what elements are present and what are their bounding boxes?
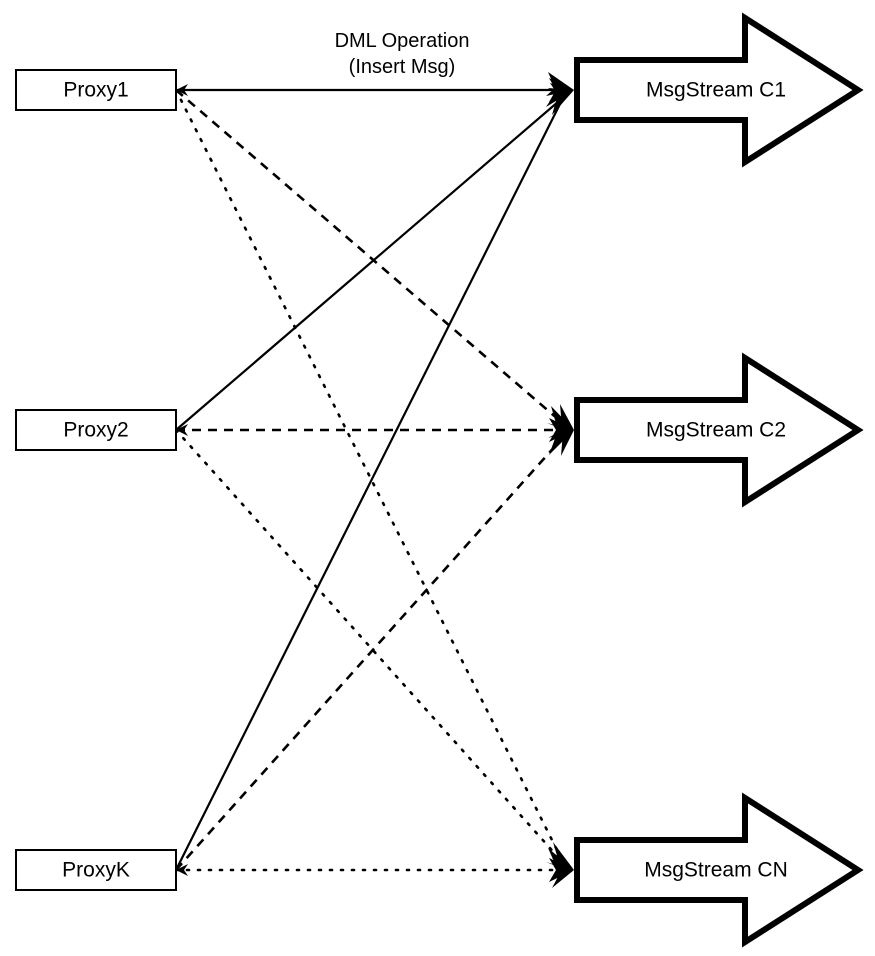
edge-label-line1: DML Operation [335, 30, 470, 52]
arrowhead-stream-c2 [547, 404, 574, 456]
links-from-proxy2 [174, 94, 568, 868]
proxy2-box[interactable] [15, 409, 177, 451]
stream-node-c2[interactable]: MsgStream C2 [574, 352, 864, 508]
edge-label-dml-operation: DML Operation (Insert Msg) [335, 30, 470, 78]
arrowhead-stream-c1 [546, 72, 574, 115]
proxy2-edge-tick [176, 424, 188, 436]
proxy-node-proxy2[interactable]: Proxy2 [15, 409, 177, 451]
link-proxyk-to-stream-c2 [175, 433, 567, 871]
links-from-proxyk [174, 95, 570, 872]
stream-c1-label: MsgStream C1 [646, 79, 786, 102]
proxyk-edge-tick [176, 864, 188, 876]
proxy1-edge-tick [176, 84, 188, 96]
links-from-proxy1 [174, 88, 568, 866]
edge-label-line2: (Insert Msg) [349, 56, 456, 78]
stream-node-cn[interactable]: MsgStream CN [574, 792, 864, 948]
proxy-node-proxy1[interactable]: Proxy1 [15, 69, 177, 111]
stream-cn-arrow-shape[interactable] [574, 792, 864, 948]
link-proxy2-to-stream-c1 [175, 94, 567, 431]
stream-c1-arrow-shape[interactable] [574, 12, 864, 168]
proxyk-label: ProxyK [62, 859, 130, 882]
stream-cn-label: MsgStream CN [644, 859, 788, 882]
arrowhead-stream-cn [546, 842, 574, 888]
stream-c2-label: MsgStream C2 [646, 419, 786, 442]
proxyk-box[interactable] [15, 849, 177, 891]
link-proxy2-to-stream-cn [174, 428, 568, 868]
proxy-node-proxyk[interactable]: ProxyK [15, 849, 177, 891]
stream-node-c1[interactable]: MsgStream C1 [574, 12, 864, 168]
proxy1-label: Proxy1 [63, 79, 128, 102]
link-proxyk-to-stream-c1 [175, 95, 565, 871]
proxy1-box[interactable] [15, 69, 177, 111]
stream-c2-arrow-shape[interactable] [574, 352, 864, 508]
proxy2-label: Proxy2 [63, 419, 128, 442]
link-proxy1-to-stream-cn [174, 88, 566, 866]
link-proxy1-to-stream-c2 [175, 89, 567, 427]
